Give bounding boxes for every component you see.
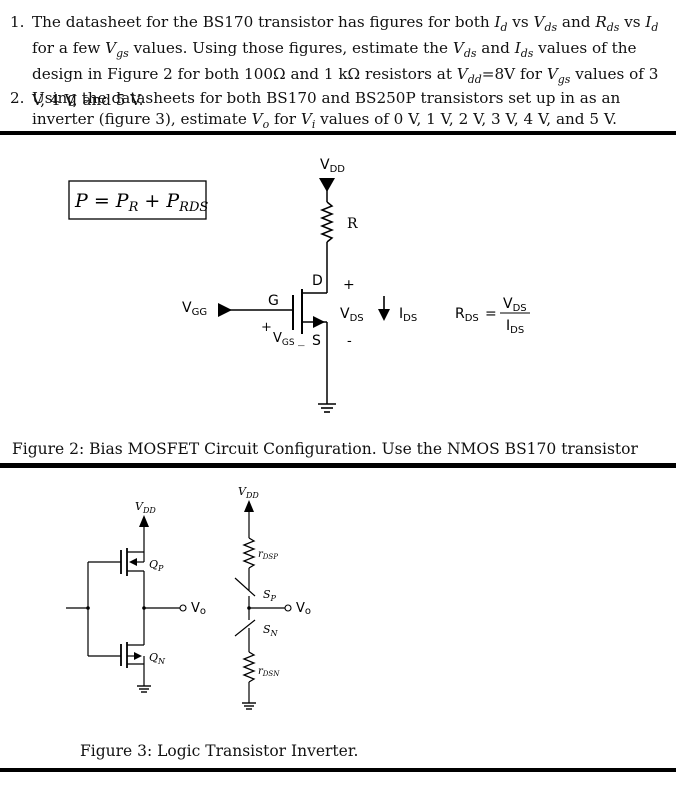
vds-label: VDS xyxy=(340,306,364,324)
switch-sp xyxy=(234,577,256,597)
r-label: R xyxy=(347,216,358,232)
source-label: S xyxy=(312,333,321,349)
vdd-label: VDD xyxy=(320,157,345,175)
vdd-left-label: VDD xyxy=(135,500,156,515)
sn-label: SN xyxy=(263,623,279,638)
drain-label: D xyxy=(312,273,323,289)
rds-label: RDS xyxy=(455,306,479,324)
figure-2-circuit: P = PR + PRDS VDD R D + S - VGG G + VGS … xyxy=(68,157,530,413)
resistor-rdsn xyxy=(242,651,256,683)
figure-3-circuit: VDD QP Vo QN VDD rDSP SP Vo SN rDSN xyxy=(66,485,311,710)
gate-label: G xyxy=(268,293,279,309)
vdd-arrow xyxy=(319,178,335,192)
vo-right-label: Vo xyxy=(296,601,311,617)
switch-sn xyxy=(234,619,256,637)
ids-label: IDS xyxy=(399,306,417,324)
section-divider xyxy=(0,131,676,135)
figure-3-caption: Figure 3: Logic Transistor Inverter. xyxy=(80,742,359,760)
vgs-plus: + xyxy=(261,320,272,335)
question-text: Using the datasheets for both BS170 and … xyxy=(32,89,621,132)
question-number: 1. xyxy=(10,13,25,31)
vdd-right-label: VDD xyxy=(238,485,259,500)
nmos-arrow xyxy=(313,316,325,328)
vo-left-label: Vo xyxy=(191,601,206,617)
rds-denominator: IDS xyxy=(506,318,524,336)
rdsn-label: rDSN xyxy=(258,666,280,678)
qn-label: QN xyxy=(149,651,166,666)
rds-equals: = xyxy=(485,306,497,322)
section-divider xyxy=(0,768,676,772)
vds-plus: + xyxy=(343,277,355,293)
question-1: 1. The datasheet for the BS170 transisto… xyxy=(10,12,666,111)
question-2: 2. Using the datasheets for both BS170 a… xyxy=(10,88,666,135)
figure-2-caption: Figure 2: Bias MOSFET Circuit Configurat… xyxy=(12,440,638,458)
section-divider xyxy=(0,463,676,468)
resistor-r xyxy=(319,201,335,243)
question-number: 2. xyxy=(10,89,25,107)
power-equation: P = PR + PRDS xyxy=(74,190,208,215)
vgs-minus: _ xyxy=(298,332,305,347)
question-text: The datasheet for the BS170 transistor h… xyxy=(32,13,659,110)
qp-label: QP xyxy=(149,558,164,573)
resistor-rdsp xyxy=(242,537,256,569)
sp-label: SP xyxy=(263,588,277,603)
equation-box xyxy=(68,180,207,220)
vgg-label: VGG xyxy=(182,300,207,318)
vds-minus: - xyxy=(347,333,352,349)
vgs-label: VGS xyxy=(273,331,295,348)
vgg-arrow xyxy=(218,303,232,317)
rdsp-label: rDSP xyxy=(258,549,278,561)
rds-numerator: VDS xyxy=(503,296,527,314)
